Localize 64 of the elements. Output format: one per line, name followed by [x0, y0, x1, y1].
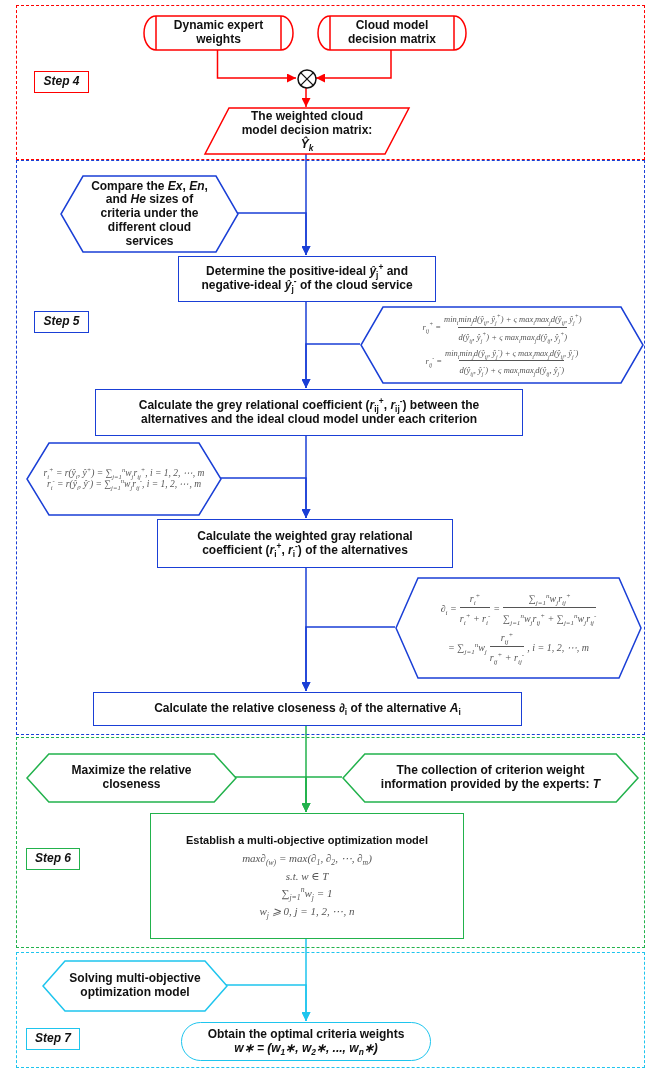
node-label: Establish a multi-objective optimization model — [185, 834, 428, 848]
preparation-hexagon — [61, 176, 238, 252]
node-label: Maximize the relative closeness — [70, 764, 193, 792]
formula: = ∑$_{j=1}$$^{n}$w$_{j}$ — [448, 641, 487, 654]
arrow — [301, 776, 343, 813]
process-box — [157, 519, 453, 568]
arrow — [301, 87, 311, 108]
terminal-node — [181, 1022, 431, 1061]
arrow — [236, 212, 311, 256]
node-label: Ŷ$_{k}$ — [300, 137, 314, 152]
process-box — [93, 692, 522, 726]
input-terminal — [144, 16, 293, 50]
step-tag — [34, 71, 89, 93]
node-label: Determine the positive-ideal ŷ$_{j}$$^{+}$ and negative-ideal ŷ$_{j}$$^{-}$ of the cloud service — [200, 265, 414, 293]
arrow — [301, 343, 361, 389]
preparation-hexagon — [27, 443, 221, 515]
process-box — [178, 256, 436, 302]
formula: , i = 1, 2, ⋯, m — [527, 641, 589, 654]
process-box — [150, 813, 464, 939]
step-panel — [16, 5, 645, 160]
input-terminal — [318, 16, 466, 50]
node-label: w∗ = (w$_{1}$∗, w$_{2}$∗, ..., w$_{n}$∗) — [234, 1041, 378, 1056]
formula: ∑$_{j=1}$$^{n}$w$_{j}$ = 1 — [281, 887, 333, 900]
preparation-hexagon — [396, 578, 641, 678]
node-label: Obtain the optimal criteria weights — [207, 1027, 405, 1042]
formula: d(ŷ$_{ij}$, ŷ$_{j}$$^{-}$) + ς max$_{i}$max$_{j}$d(ŷ$_{ij}$, ŷ$_{j}$$^{-}$) — [459, 360, 565, 378]
node-label: Calculate the relative closeness ∂$_{i}$ of the alternative A$_{i}$ — [154, 702, 461, 716]
formula: = — [493, 602, 501, 615]
node-label: Calculate the grey relational coefficient (r$_{ij}$$^{+}$, r$_{ij}$$^{-}$) between the alternatives and the ideal cloud model under each criterion — [137, 398, 481, 427]
preparation-hexagon — [343, 754, 638, 802]
arrow — [301, 626, 396, 692]
step-tag — [26, 1028, 80, 1050]
node-label: Step 4 — [43, 75, 80, 89]
process-box — [95, 389, 523, 436]
node-label: Solving multi-objective optimization model — [69, 972, 201, 1000]
formula: min$_{i}$min$_{j}$d(ŷ$_{ij}$, ŷ$_{j}$$^{+}$) + ς max$_{i}$max$_{j}$d(ŷ$_{ij}$, ŷ$_{j}$$^{+}$) — [444, 312, 582, 327]
node-label: Calculate the weighted gray relational coefficient (r$_{i}$$^{+}$, r$_{i}$$^{-}$) of the alternatives — [196, 529, 414, 558]
step-panel — [16, 160, 645, 735]
node-label: Compare the Ex, En, and He sizes of criteria under the different cloud services — [90, 179, 209, 249]
formula: d(ŷ$_{ij}$, ŷ$_{j}$$^{+}$) + ς max$_{i}$max$_{j}$d(ŷ$_{ij}$, ŷ$_{j}$$^{+}$) — [458, 326, 568, 344]
arrow — [225, 984, 311, 1022]
arrow — [219, 477, 311, 519]
formula: r$_{ij}$$^{+}$ = — [422, 323, 442, 333]
formula: w$_{j}$ ⩾ 0, j = 1, 2, ⋯, n — [259, 904, 355, 918]
formula: r$_{ij}$$^{-}$ = — [425, 357, 443, 367]
step-tag — [26, 848, 80, 870]
node-label: The collection of criterion weight information provided by the experts: T — [379, 764, 602, 792]
data-parallelogram — [205, 108, 409, 154]
step-panel — [16, 737, 645, 948]
node-label: Cloud model decision matrix — [347, 19, 437, 47]
step-panel — [16, 952, 645, 1068]
node-label: Step 6 — [35, 852, 71, 866]
node-label: Dynamic expert weights — [172, 19, 265, 47]
formula: max∂$_{(w)}$ = max(∂$_{1}$, ∂$_{2}$, ⋯, ∂$_{m}$) — [242, 852, 372, 865]
node-label: Step 5 — [43, 315, 80, 329]
preparation-hexagon — [43, 961, 227, 1011]
formula: ∂$_{i}$ = — [440, 602, 457, 615]
node-label: Step 7 — [35, 1032, 71, 1046]
preparation-hexagon — [361, 307, 643, 383]
multiply-junction — [297, 69, 317, 89]
preparation-hexagon — [27, 754, 236, 802]
formula: s.t. w ∈ T — [285, 869, 329, 883]
step-tag — [34, 311, 89, 333]
formula: min$_{i}$min$_{j}$d(ŷ$_{ij}$, ŷ$_{j}$$^{-}$) + ς max$_{i}$max$_{j}$d(ŷ$_{ij}$, ŷ$_{j}$$^{-}$) — [445, 346, 579, 361]
